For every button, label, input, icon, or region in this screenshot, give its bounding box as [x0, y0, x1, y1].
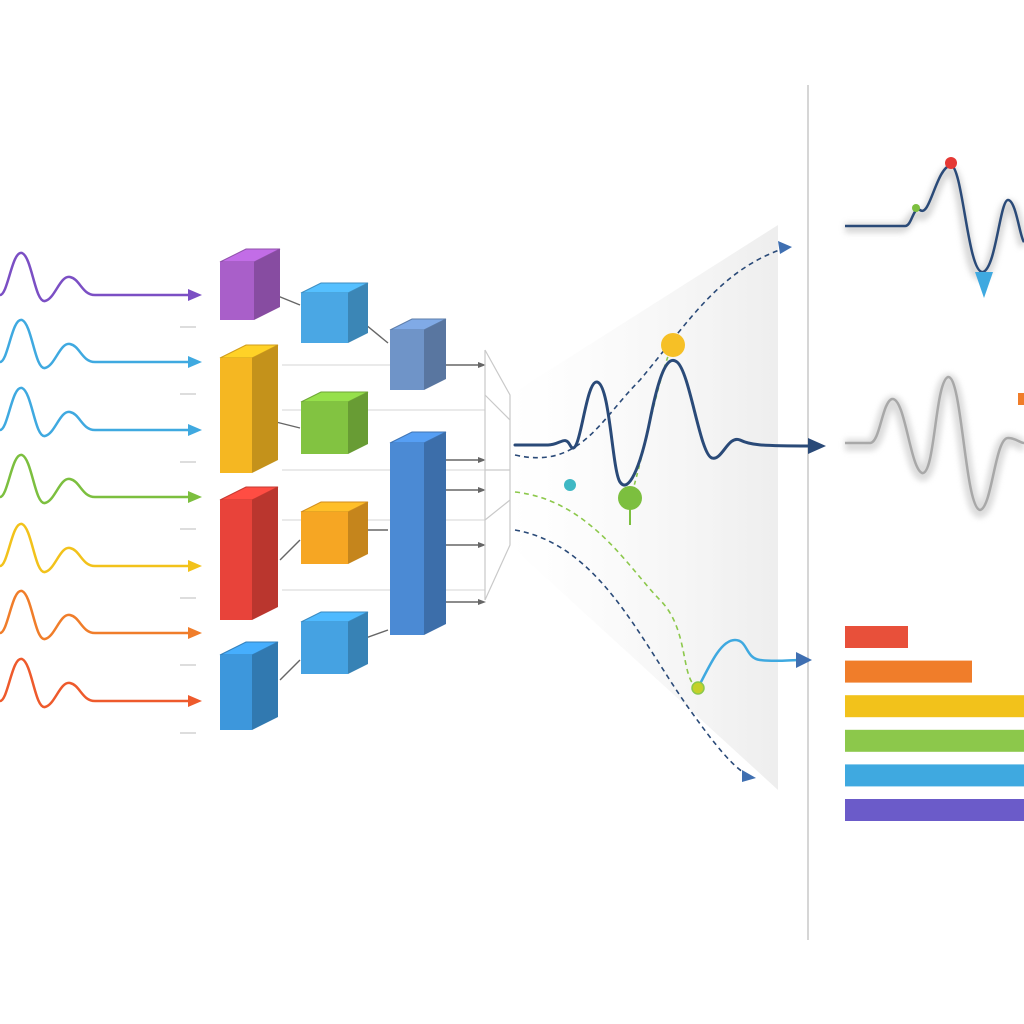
- output-bar-2: [845, 660, 972, 683]
- main-output-arrow-head: [808, 438, 826, 454]
- input-waveform: [0, 589, 192, 641]
- layer1-block-2: [219, 344, 279, 473]
- input-waveform: [0, 251, 192, 303]
- connector-arrow-head: [478, 362, 486, 368]
- output-bar-4: [845, 729, 1024, 752]
- layer-2-blocks: [300, 282, 369, 674]
- layer2-block-3: [300, 501, 369, 564]
- marker-teal-dot: [564, 479, 576, 491]
- input-arrow-head: [188, 560, 202, 572]
- layer1-block-3: [219, 486, 279, 620]
- input-signal-3: [0, 386, 202, 463]
- output-bar-1: [845, 626, 908, 648]
- input-waveform: [0, 453, 192, 505]
- result-waveform-top: [845, 157, 1024, 298]
- output-bar-chart: [845, 626, 1024, 821]
- lower-branch-waveform: [696, 638, 801, 689]
- connector-line: [279, 539, 301, 561]
- marker-yellow-peak: [661, 333, 685, 357]
- dashed-path-bottom: [514, 529, 751, 777]
- layer-connectors: [267, 291, 486, 681]
- marker-olive-dot: [691, 681, 705, 695]
- layer1-block-4: [219, 641, 279, 730]
- input-waveform: [0, 386, 192, 438]
- input-arrow-head: [188, 424, 202, 436]
- connector-line: [279, 659, 301, 681]
- marker-red-peak: [945, 157, 957, 169]
- dashed-path-green: [514, 491, 699, 689]
- layer1-block-1: [219, 248, 281, 320]
- marker-green-small: [912, 204, 920, 212]
- input-signal-6: [0, 589, 202, 666]
- output-bar-3: [845, 695, 1024, 718]
- marker-green-trough: [618, 486, 642, 510]
- input-signal-2: [0, 318, 202, 395]
- output-bar-5: [845, 764, 1024, 787]
- output-bar-6: [845, 799, 1024, 821]
- layer3-block-1: [389, 318, 447, 390]
- input-signal-7: [0, 657, 202, 734]
- projection-funnel: [510, 225, 778, 790]
- connector-arrow-head: [478, 542, 486, 548]
- layer-1-blocks: [219, 248, 281, 730]
- result-waveform-gray: [845, 373, 1024, 519]
- layer3-block-2: [389, 431, 447, 635]
- input-arrow-head: [188, 491, 202, 503]
- merge-bracket: [484, 349, 511, 601]
- marker-orange-tick: [1018, 393, 1024, 405]
- arrow-head-bottom-dashed: [742, 770, 756, 782]
- connector-arrow-head: [478, 599, 486, 605]
- input-signal-1: [0, 251, 202, 328]
- layer2-block-4: [300, 611, 369, 674]
- marker-blue-triangle: [975, 272, 993, 298]
- input-arrow-head: [188, 289, 202, 301]
- connector-arrow-head: [478, 457, 486, 463]
- input-waveform: [0, 318, 192, 370]
- lower-branch-arrow-head: [796, 652, 812, 668]
- input-arrow-head: [188, 627, 202, 639]
- input-signals: [0, 251, 202, 734]
- layer2-block-1: [300, 282, 369, 343]
- input-arrow-head: [188, 356, 202, 368]
- layer-3-blocks: [389, 318, 447, 635]
- input-arrow-head: [188, 695, 202, 707]
- input-signal-5: [0, 522, 202, 599]
- arrow-head-top-dashed: [778, 241, 792, 254]
- main-output-waveform: [513, 359, 812, 487]
- connector-arrow-head: [478, 487, 486, 493]
- dashed-path-top: [514, 247, 786, 459]
- input-waveform: [0, 657, 192, 709]
- input-waveform: [0, 522, 192, 574]
- input-signal-4: [0, 453, 202, 530]
- layer2-block-2: [300, 391, 369, 454]
